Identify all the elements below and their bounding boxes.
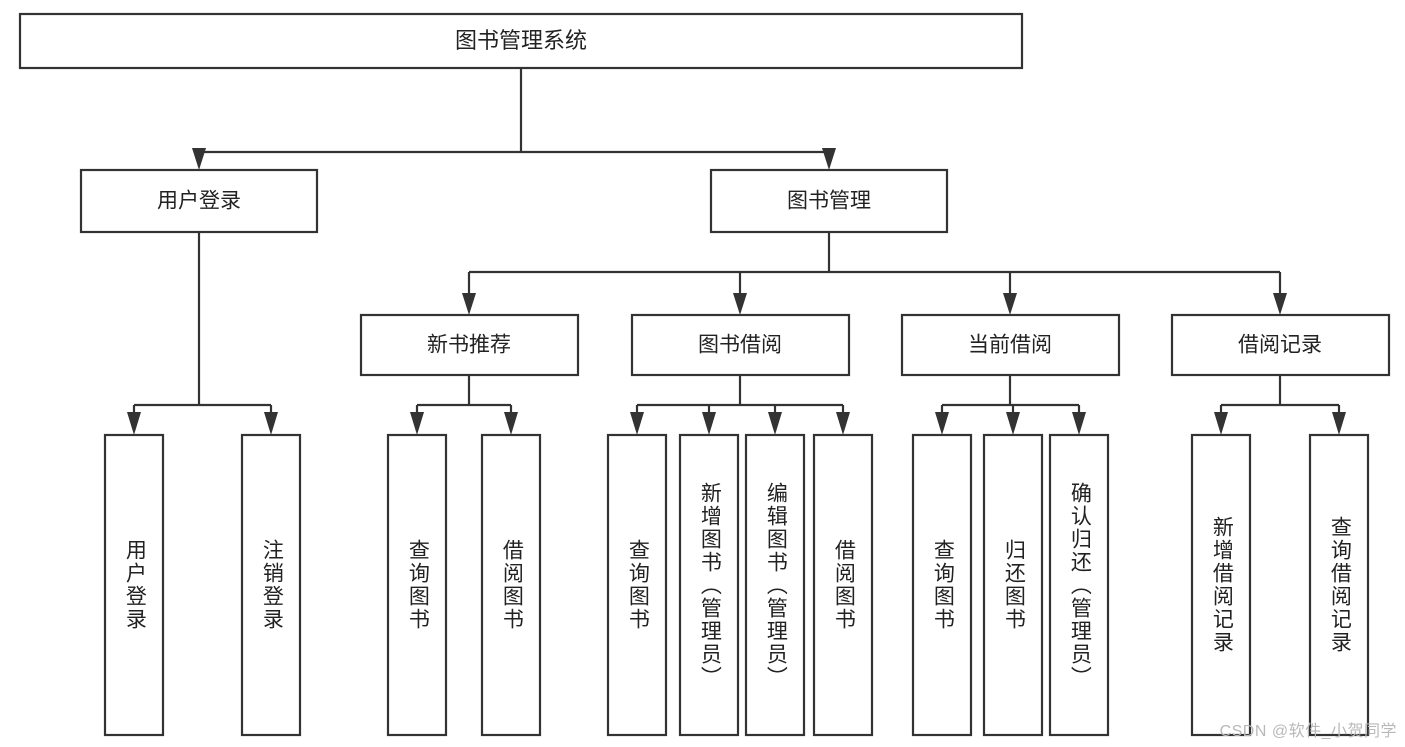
arrow-head-leaf-query-book-3 [935, 412, 949, 435]
arrow-head-borrow-book [733, 293, 747, 315]
node-current-borrow-label: 当前借阅 [968, 334, 1052, 357]
node-current-borrow[interactable]: 当前借阅 [900, 313, 1121, 377]
arrow-head-user-login [192, 148, 206, 170]
leaf-box-query-book-3[interactable] [911, 433, 973, 737]
node-book-management[interactable]: 图书管理 [709, 168, 949, 234]
node-book-borrow-box[interactable] [630, 313, 851, 377]
arrow-head-leaf-edit-book [768, 412, 782, 435]
arrow-head-leaf-return-book [1006, 412, 1020, 435]
leaf-box-user-login[interactable] [103, 433, 165, 737]
node-borrow-record-label: 借阅记录 [1238, 334, 1322, 357]
leaf-box-query-record[interactable] [1308, 433, 1370, 737]
node-new-book-recommend[interactable]: 新书推荐 [359, 313, 580, 377]
node-borrow-record-box[interactable] [1170, 313, 1391, 377]
leaf-box-edit-book[interactable] [744, 433, 806, 737]
node-root[interactable]: 图书管理系统 [18, 12, 1024, 70]
connector-layer [127, 68, 1346, 435]
leaf-box-add-book[interactable] [678, 433, 740, 737]
node-layer: 图书管理系统 用户登录 图书管理 新书推荐 图书借阅 当前 [18, 12, 1391, 737]
arrow-head-leaf-confirm-return [1072, 412, 1086, 435]
arrow-head-current-borrow [1003, 293, 1017, 315]
node-new-book-recommend-box[interactable] [359, 313, 580, 377]
arrow-head-leaf-logout [264, 412, 278, 435]
leaf-box-add-record[interactable] [1190, 433, 1252, 737]
arrow-head-leaf-query-book-2 [630, 412, 644, 435]
node-user-login[interactable]: 用户登录 [79, 168, 319, 234]
node-user-login-label: 用户登录 [157, 190, 241, 213]
leaf-box-logout[interactable] [240, 433, 302, 737]
leaf-box-return-book[interactable] [982, 433, 1044, 737]
node-book-management-box[interactable] [709, 168, 949, 234]
leaf-box-borrow-book-2[interactable] [812, 433, 874, 737]
leaf-box-query-book-1[interactable] [386, 433, 448, 737]
csdn-watermark: CSDN @软件_小贺同学 [1219, 723, 1397, 740]
node-new-book-recommend-label: 新书推荐 [427, 334, 511, 357]
arrow-head-leaf-query-record [1332, 412, 1346, 435]
node-book-borrow-label: 图书借阅 [698, 334, 782, 357]
arrow-head-leaf-add-book [702, 412, 716, 435]
leaf-box-borrow-book-1[interactable] [480, 433, 542, 737]
node-root-box[interactable] [18, 12, 1024, 70]
leaf-box-query-book-2[interactable] [606, 433, 668, 737]
leaf-box-confirm-return[interactable] [1048, 433, 1110, 737]
node-user-login-box[interactable] [79, 168, 319, 234]
node-borrow-record[interactable]: 借阅记录 [1170, 313, 1391, 377]
arrow-head-borrow-record [1273, 293, 1287, 315]
node-book-management-label: 图书管理 [787, 190, 871, 213]
arrow-head-leaf-user-login [127, 412, 141, 435]
arrow-head-book-mgmt [822, 148, 836, 170]
node-book-borrow[interactable]: 图书借阅 [630, 313, 851, 377]
arrow-head-leaf-add-record [1214, 412, 1228, 435]
arrow-head-leaf-query-book-1 [410, 412, 424, 435]
arrow-head-new-book [462, 293, 476, 315]
arrow-head-leaf-borrow-book-2 [836, 412, 850, 435]
arrow-head-leaf-borrow-book-1 [504, 412, 518, 435]
node-root-label: 图书管理系统 [455, 28, 587, 53]
node-current-borrow-box[interactable] [900, 313, 1121, 377]
